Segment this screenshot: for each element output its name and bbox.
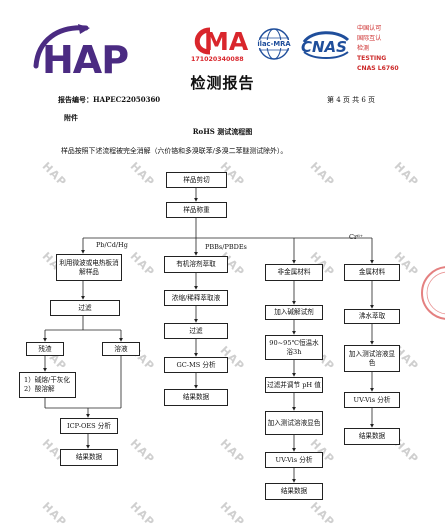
step-water-bath: 90~95℃恒温水浴3h bbox=[265, 335, 323, 360]
treatment-line: 2）酸溶解 bbox=[24, 385, 55, 393]
step-result-col4: 结果数据 bbox=[344, 428, 400, 445]
step-result-col1: 结果数据 bbox=[60, 449, 118, 466]
cma-logo-text: MA bbox=[204, 27, 249, 56]
hap-logo-text: HAP bbox=[42, 38, 129, 82]
step-filter-ph: 过滤并调节 pH 值 bbox=[265, 377, 323, 393]
step-alkaline-reagent: 加入碱解试剂 bbox=[265, 305, 323, 320]
step-uv-col3: UV-Vis 分析 bbox=[265, 452, 323, 468]
page-info: 第 4 页 共 6 页 bbox=[327, 96, 376, 104]
step-sample-weighing: 样品称重 bbox=[166, 202, 227, 218]
step-color-col4: 加入测试溶液显色 bbox=[344, 345, 400, 372]
step-filter-col2: 过滤 bbox=[164, 323, 228, 339]
branch-label-cr6: Cr⁶⁺ bbox=[349, 233, 364, 241]
step-metal: 金属材料 bbox=[344, 264, 400, 281]
report-number: 报告编号：HAPEC22050360 bbox=[58, 95, 161, 104]
cnas-logo-text: CNAS bbox=[301, 38, 347, 56]
hap-logo: HAP bbox=[28, 22, 129, 82]
appendix-label: 附件 bbox=[64, 113, 78, 122]
report-title: 检测报告 bbox=[190, 74, 255, 92]
step-gcms-analysis: GC-MS 分析 bbox=[164, 357, 228, 373]
step-residue: 残渣 bbox=[26, 342, 64, 356]
branch-label-pbbs: PBBs/PBDEs bbox=[205, 243, 247, 251]
treatment-line: 1）碱熔/干灰化 bbox=[24, 376, 70, 385]
seal-stamp-partial bbox=[416, 262, 445, 324]
step-filter-col1: 过滤 bbox=[50, 300, 120, 316]
accreditation-line: CNAS L6760 bbox=[357, 65, 399, 72]
step-digest: 利用微波或电热板消解样品 bbox=[56, 254, 122, 281]
step-result-col2: 结果数据 bbox=[164, 389, 228, 406]
step-result-col3: 结果数据 bbox=[265, 483, 323, 500]
step-concentrate: 浓缩/稀释萃取液 bbox=[164, 290, 228, 306]
ilac-logo-text: ilac-MRA bbox=[252, 40, 296, 48]
step-treatment: 1）碱熔/干灰化 2）酸溶解 bbox=[19, 372, 76, 398]
ilac-logo: ilac-MRA bbox=[252, 26, 296, 62]
step-color-col3: 加入测试溶液显色 bbox=[265, 411, 323, 435]
cnas-logo: CNAS bbox=[300, 28, 352, 62]
step-sample-cutting: 样品剪切 bbox=[166, 172, 227, 188]
branch-label-pb-cd-hg: Pb/Cd/Hg bbox=[96, 241, 128, 249]
accreditation-line: 检测 bbox=[357, 45, 370, 52]
step-solution: 溶液 bbox=[102, 342, 140, 356]
accreditation-line: 中国认可 bbox=[357, 25, 382, 32]
step-boiling-water: 沸水萃取 bbox=[344, 309, 400, 324]
accreditation-text: 中国认可 国际互认 检测 TESTING CNAS L6760 bbox=[357, 24, 399, 74]
cma-number: 171020340088 bbox=[191, 56, 244, 63]
step-icp-analysis: ICP-OES 分析 bbox=[60, 418, 118, 434]
intro-text: 样品按照下述流程被完全消解（六价铬和多溴联苯/多溴二苯醚测试除外）。 bbox=[61, 147, 288, 155]
flow-title: RoHS 测试流程图 bbox=[192, 127, 253, 136]
step-nonmetal: 非金属材料 bbox=[265, 264, 323, 281]
step-uv-col4: UV-Vis 分析 bbox=[344, 392, 400, 408]
cma-logo: MA 171020340088 bbox=[188, 26, 249, 66]
step-organic-extract: 有机溶剂萃取 bbox=[164, 256, 228, 273]
accreditation-line: 国际互认 bbox=[357, 35, 382, 42]
accreditation-line: TESTING bbox=[357, 55, 387, 62]
